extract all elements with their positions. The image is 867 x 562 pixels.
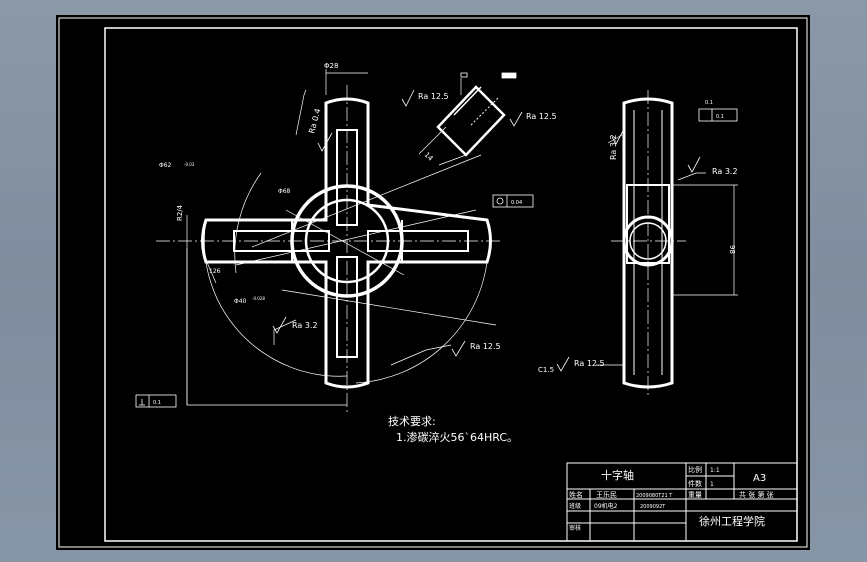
tol-perp-value: 0.1 bbox=[153, 400, 161, 406]
ra-3-2-side-label: Ra 3.2 bbox=[609, 134, 618, 160]
ra-3-2-left-label: Ra 3.2 bbox=[292, 321, 318, 330]
ra-0-4-label: Ra 0.4 bbox=[307, 107, 322, 134]
tb-qty-label: 件数 bbox=[688, 479, 702, 488]
tb-institution: 徐州工程学院 bbox=[699, 514, 765, 528]
ra-12-5-bottom-label: Ra 12.5 bbox=[470, 342, 501, 351]
engineering-drawing: Ra 0.4 Φ28 Φ62 -0.03 Φ68 R2/4 126 Φ40 -0… bbox=[58, 17, 808, 548]
dim-c15: C1.5 bbox=[538, 366, 554, 374]
tolerance-frames bbox=[135, 72, 738, 408]
notes-heading: 技术要求: bbox=[388, 415, 436, 428]
tb-sheet-size: A3 bbox=[753, 473, 766, 484]
front-view bbox=[156, 69, 501, 413]
tb-designer-date: 2009080T21 T bbox=[636, 493, 673, 499]
tb-scale-label: 比例 bbox=[688, 465, 702, 474]
dim-d62: Φ62 bbox=[159, 162, 172, 169]
tol-side-value: 0.1 bbox=[716, 114, 724, 120]
ra-12-5-right-label: Ra 12.5 bbox=[526, 112, 557, 121]
ra-3-2-side2-label: Ra 3.2 bbox=[712, 167, 738, 176]
tb-part-name: 十字轴 bbox=[601, 468, 634, 482]
tb-class-label: 班级 bbox=[569, 502, 581, 510]
dim-d68: Φ68 bbox=[278, 188, 291, 195]
inner-border bbox=[104, 27, 798, 542]
ra-12-5-side-bottom-label: Ra 12.5 bbox=[574, 359, 605, 368]
title-block bbox=[566, 462, 798, 542]
tb-designer-name: 王乐民 bbox=[596, 490, 617, 499]
tol-box-value: 0.04 bbox=[511, 200, 522, 206]
tb-weight-label: 重量 bbox=[688, 491, 702, 499]
dim-top-width: Φ28 bbox=[324, 62, 338, 70]
ra-12-5-top-label: Ra 12.5 bbox=[418, 92, 449, 101]
section-detail-view bbox=[418, 78, 506, 166]
tol-top-value: 0.1 bbox=[705, 100, 713, 106]
tb-class-value: 09机电2 bbox=[594, 502, 618, 510]
dim-side-height: 98 bbox=[728, 245, 736, 254]
dim-r24: R2/4 bbox=[176, 204, 184, 221]
dim-126: 126 bbox=[209, 268, 221, 275]
surface-finish-symbols bbox=[272, 89, 701, 372]
tb-scale-value: 1:1 bbox=[710, 467, 720, 474]
side-view bbox=[596, 90, 738, 395]
tol-d62: -0.03 bbox=[184, 162, 195, 167]
notes-item-1: 1.渗碳淬火56`64HRC。 bbox=[396, 430, 518, 444]
tb-reviewer-label: 审核 bbox=[569, 524, 581, 532]
tb-qty-value: 1 bbox=[710, 481, 714, 488]
cad-viewport[interactable]: Ra 0.4 Φ28 Φ62 -0.03 Φ68 R2/4 126 Φ40 -0… bbox=[56, 15, 810, 550]
tol-d40: -0.028 bbox=[252, 296, 265, 301]
dim-14: 14 bbox=[423, 151, 435, 163]
tb-designer-label: 姓名 bbox=[569, 490, 583, 499]
dim-d40: Φ40 bbox=[234, 298, 247, 305]
tb-sheet-info: 共 张 第 张 bbox=[739, 490, 774, 499]
outer-border bbox=[58, 17, 808, 548]
tb-class-date: 2009092T bbox=[640, 504, 666, 510]
